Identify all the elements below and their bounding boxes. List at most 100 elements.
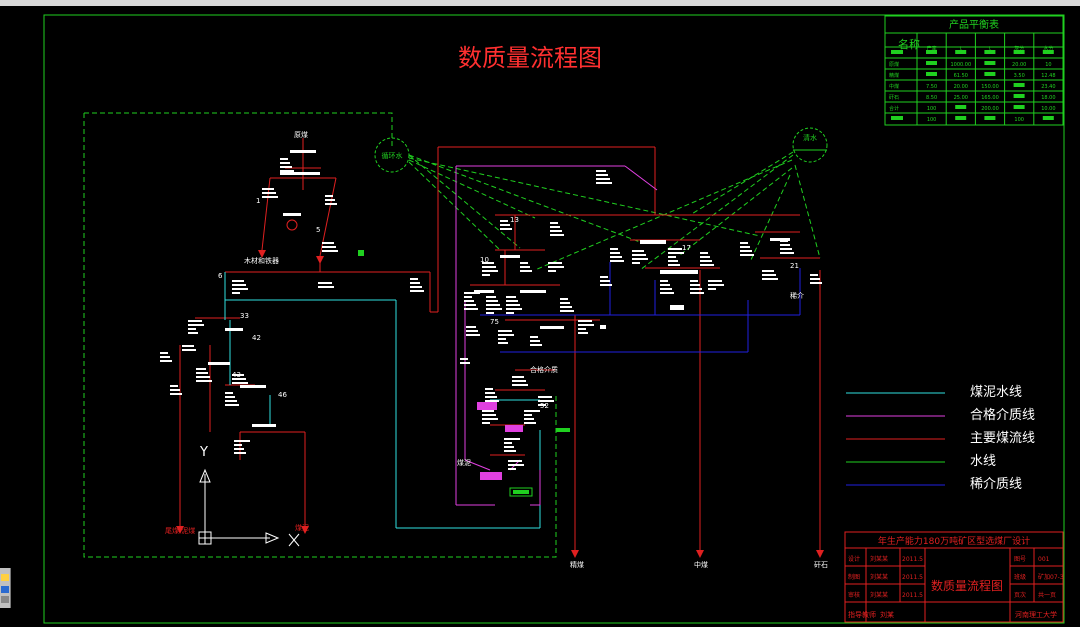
balance-col-header: 灰分 [1014, 45, 1024, 52]
label-clean-coal: 精煤 [570, 560, 584, 569]
balance-col-header: t [989, 46, 991, 52]
medium-pump-block [505, 425, 523, 432]
title-block-cell: 001 [1038, 556, 1050, 563]
balance-col-header: t [960, 46, 962, 52]
label-node-10: 10 [480, 256, 489, 264]
water-return-loop [84, 112, 393, 148]
label-node-43: 43 [232, 371, 241, 379]
clear-water-tank: 清水 [792, 127, 828, 163]
balance-cell: 23.40 [1041, 84, 1055, 90]
left-toolbar-widget[interactable] [0, 568, 11, 608]
balance-cell: 20.00 [1012, 62, 1026, 68]
coal-flow-arrows [176, 250, 824, 558]
medium-sump-block [477, 402, 497, 410]
balance-row-name: 合计 [889, 105, 899, 112]
label-slime-product: 尾煤 泥煤 [165, 526, 195, 535]
title-block-cell: 2011.5 [902, 556, 923, 563]
balance-cell: 8.50 [926, 95, 937, 101]
label-node-21: 21 [790, 262, 799, 270]
balance-cell: 61.50 [954, 73, 968, 79]
drawing-frame [43, 14, 1065, 624]
balance-table-title: 产品平衡表 [949, 18, 999, 31]
title-block-project: 年生产能力180万吨矿区型选煤厂设计 [878, 535, 1030, 547]
drawing-title: 数质量流程图 [458, 44, 602, 72]
balance-row-name: 中煤 [889, 83, 899, 90]
title-block-cell: 页次 [1014, 591, 1026, 599]
label-node-33: 33 [240, 312, 249, 320]
balance-cell: 20.00 [954, 84, 968, 90]
medium-green-block [509, 487, 533, 497]
title-block-cell: 2011.5 [902, 592, 923, 599]
legend-label: 水线 [970, 454, 996, 469]
balance-cell: 18.00 [1041, 95, 1055, 101]
label-dense-medium: 合格介质 [530, 365, 558, 374]
equipment-nodes [208, 150, 790, 427]
title-block-cell: 矿加07-3 [1038, 573, 1064, 581]
label-slime-bin: 煤泥 [457, 458, 471, 467]
balance-col-header: 产率 [927, 45, 937, 52]
svg-text:循环水: 循环水 [382, 151, 403, 160]
title-block-drawing-title: 数质量流程图 [931, 578, 1003, 593]
title-block-footer-mid: 刘某 [880, 610, 894, 619]
title-block-cell: 刘某某 [870, 555, 888, 563]
label-dilute-medium: 稀介 [790, 291, 804, 300]
title-block-cell: 共一页 [1038, 591, 1056, 599]
title-block-cell: 制图 [848, 573, 860, 581]
process-labels: 原煤 木材和铁器 1 5 6 33 42 43 46 10 13 17 21 5… [165, 130, 828, 569]
label-node-13: 13 [510, 216, 519, 224]
balance-cell: 100 [927, 106, 937, 112]
stream-annotations [160, 158, 822, 470]
balance-cell: 10.00 [1041, 106, 1055, 112]
ucs-x-marker [288, 533, 300, 547]
balance-cell: 7.50 [926, 84, 937, 90]
label-node-75: 75 [490, 318, 499, 326]
balance-col-header: 水分 [1043, 45, 1053, 52]
legend-label: 稀介质线 [970, 477, 1022, 492]
water-marker-blocks [358, 250, 570, 432]
label-node-1: 1 [256, 197, 260, 205]
water-loop-left [83, 113, 557, 558]
title-block-cell: 审核 [848, 591, 860, 599]
balance-cell: 10 [1045, 62, 1051, 68]
title-block-cell: 图号 [1014, 556, 1026, 563]
balance-row-name: 原煤 [889, 61, 899, 68]
ucs-y-label: Y [199, 445, 208, 460]
label-raw-coal: 原煤 [294, 130, 308, 139]
legend-label: 煤泥水线 [970, 385, 1022, 400]
legend-label: 主要煤流线 [970, 431, 1035, 446]
label-node-46: 46 [278, 391, 287, 399]
balance-cell: 100 [927, 117, 937, 123]
label-waste-rock: 木材和铁器 [244, 256, 279, 265]
label-node-5: 5 [316, 226, 320, 234]
label-node-17: 17 [682, 244, 691, 252]
app-top-strip [0, 0, 1080, 6]
balance-cell: 3.50 [1014, 73, 1025, 79]
balance-cell: 25.00 [954, 95, 968, 101]
balance-cell: 150.00 [981, 84, 999, 90]
title-block-cell: 设计 [848, 555, 860, 563]
title-block-footer-left: 指导教师 [848, 610, 876, 619]
balance-cell: 165.00 [981, 95, 999, 101]
balance-cell: 200.00 [981, 106, 999, 112]
balance-cell: 1000.00 [950, 62, 971, 68]
label-node-52: 52 [540, 402, 549, 410]
label-node-6: 6 [218, 272, 223, 280]
crusher-symbol [286, 219, 298, 231]
title-block-footer-right: 河南理工大学 [1015, 610, 1057, 619]
legend-label: 合格介质线 [970, 407, 1035, 423]
dilute-medium-lines [480, 262, 801, 353]
svg-text:清水: 清水 [803, 133, 817, 142]
label-node-42: 42 [252, 334, 261, 342]
label-mid-coal: 中煤 [694, 560, 708, 569]
title-block-cell: 刘某某 [870, 591, 888, 599]
label-gangue: 矸石 [814, 561, 828, 569]
title-block-cell: 班级 [1014, 573, 1026, 581]
label-tail-product: 煤泥 [295, 523, 309, 532]
balance-row-name: 精煤 [889, 72, 899, 79]
